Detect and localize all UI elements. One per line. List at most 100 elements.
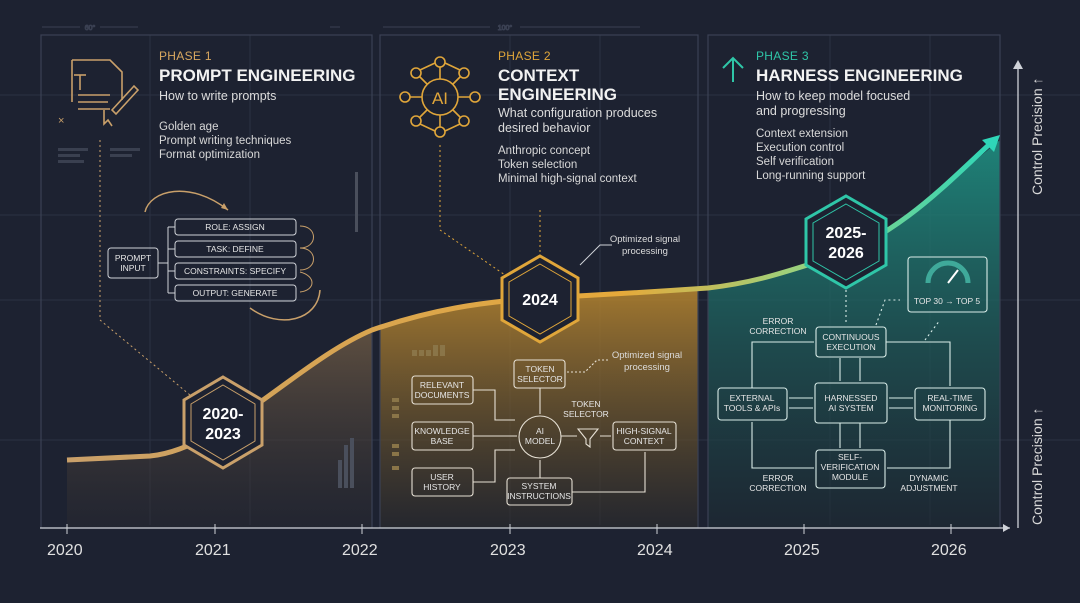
svg-text:SELECTOR: SELECTOR (517, 374, 563, 384)
svg-text:SELECTOR: SELECTOR (563, 409, 609, 419)
step-role: ROLE: ASSIGN (205, 222, 265, 232)
svg-text:2026: 2026 (828, 245, 864, 262)
point: Long-running support (756, 170, 866, 182)
phase1-label: PHASE 1 (159, 49, 212, 63)
svg-text:USER: USER (430, 472, 454, 482)
timeline-ticks (66, 524, 952, 534)
svg-text:Optimized signal: Optimized signal (612, 350, 682, 361)
svg-text:INSTRUCTIONS: INSTRUCTIONS (507, 491, 571, 501)
point: Golden age (159, 121, 219, 133)
phase1-area (67, 330, 372, 528)
svg-text:REAL-TIME: REAL-TIME (927, 393, 973, 403)
bar-decor (338, 172, 358, 488)
dimension-markers: 60° 100° (42, 24, 640, 33)
step-constraints: CONSTRAINTS: SPECIFY (184, 266, 286, 276)
year-2022: 2022 (342, 542, 378, 559)
svg-text:KNOWLEDGE: KNOWLEDGE (414, 426, 470, 436)
svg-text:AI SYSTEM: AI SYSTEM (828, 403, 873, 413)
svg-text:BASE: BASE (431, 436, 454, 446)
period-badge-2025-2026: 2025- 2026 (804, 194, 888, 290)
svg-text:VERIFICATION: VERIFICATION (821, 462, 880, 472)
arrow-up-icon (722, 56, 744, 82)
svg-text:TOKEN: TOKEN (525, 364, 554, 374)
step-output: OUTPUT: GENERATE (193, 288, 278, 298)
svg-text:HIGH-SIGNAL: HIGH-SIGNAL (616, 426, 672, 436)
svg-text:TOOLS & APIs: TOOLS & APIs (724, 403, 781, 413)
svg-text:HISTORY: HISTORY (423, 482, 461, 492)
dimension-phase2: 100° (498, 24, 513, 32)
svg-text:RELEVANT: RELEVANT (420, 380, 464, 390)
svg-text:DOCUMENTS: DOCUMENTS (415, 390, 470, 400)
svg-text:processing: processing (624, 362, 670, 373)
phase1-points: Golden age Prompt writing techniques For… (159, 120, 355, 162)
connector-dotted (439, 145, 506, 276)
svg-text:DYNAMIC: DYNAMIC (909, 473, 948, 483)
svg-text:×: × (58, 115, 64, 127)
point: Format optimization (159, 149, 260, 161)
svg-text:HARNESSED: HARNESSED (825, 393, 878, 403)
prompt-input-line2: INPUT (120, 263, 146, 273)
svg-text:2025-: 2025- (826, 225, 867, 242)
phase2-points: Anthropic concept Token selection Minima… (498, 144, 657, 186)
svg-text:AI: AI (536, 426, 544, 436)
year-2026: 2026 (931, 542, 967, 559)
prompt-diagram: PROMPT INPUT ROLE: ASSIGN TASK: DEFINE C… (107, 190, 321, 321)
annotation-top-line2: processing (622, 246, 668, 257)
point: Token selection (498, 159, 578, 171)
year-2023: 2023 (490, 542, 526, 559)
document-pen-icon: × (58, 59, 140, 127)
svg-text:CONTEXT: CONTEXT (624, 436, 665, 446)
year-2020: 2020 (47, 542, 83, 559)
phase1-title: PROMPT ENGINEERING (159, 66, 356, 85)
svg-text:CORRECTION: CORRECTION (749, 326, 806, 336)
phase1-header: PHASE 1 PROMPT ENGINEERING How to write … (159, 49, 355, 162)
svg-text:ADJUSTMENT: ADJUSTMENT (900, 483, 957, 493)
svg-text:TOKEN: TOKEN (571, 399, 600, 409)
dimension-phase1: 60° (85, 24, 96, 32)
y-axis-label-bottom: Control Precision ↑ (1029, 407, 1045, 526)
prompt-input-line1: PROMPT (115, 253, 151, 263)
svg-text:SELF-: SELF- (838, 452, 862, 462)
year-2024: 2024 (637, 542, 673, 559)
svg-text:MODULE: MODULE (832, 472, 869, 482)
svg-text:EXECUTION: EXECUTION (826, 342, 876, 352)
phase1-subtitle: How to write prompts (159, 89, 277, 103)
period-badge-2024: 2024 (500, 254, 580, 344)
svg-text:CONTINUOUS: CONTINUOUS (822, 332, 879, 342)
context-diagram: Optimized signal processing TOKEN SELECT… (392, 345, 682, 506)
decor-lines (58, 148, 140, 163)
svg-text:ERROR: ERROR (763, 473, 794, 483)
point: Self verification (756, 156, 834, 168)
gauge-label: TOP 30 → TOP 5 (914, 296, 981, 306)
phase3-label: PHASE 3 (756, 49, 809, 63)
svg-text:2023: 2023 (205, 426, 241, 443)
svg-text:AI: AI (432, 89, 448, 108)
ai-network-icon: AI (399, 56, 481, 138)
harness-diagram: TOP 30 → TOP 5 CONTINUOUS EXECUTION HARN… (717, 256, 988, 493)
svg-text:EXTERNAL: EXTERNAL (730, 393, 775, 403)
svg-text:SYSTEM: SYSTEM (522, 481, 557, 491)
point: Anthropic concept (498, 145, 591, 157)
svg-text:CORRECTION: CORRECTION (749, 483, 806, 493)
svg-text:MONITORING: MONITORING (922, 403, 977, 413)
phase3-points: Context extension Execution control Self… (756, 127, 963, 183)
step-task: TASK: DEFINE (206, 244, 264, 254)
year-2021: 2021 (195, 542, 231, 559)
point: Context extension (756, 128, 849, 140)
phase2-label: PHASE 2 (498, 49, 551, 63)
svg-text:2024: 2024 (522, 292, 558, 309)
year-2025: 2025 (784, 542, 820, 559)
phase3-header: PHASE 3 HARNESS ENGINEERING How to keep … (756, 49, 963, 183)
period-badge-2020-2023: 2020- 2023 (182, 375, 264, 470)
point: Minimal high-signal context (498, 173, 637, 185)
annotation-top-line1: Optimized signal (610, 234, 680, 245)
point: Execution control (756, 142, 845, 154)
svg-text:MODEL: MODEL (525, 436, 556, 446)
phase3-area (708, 140, 1000, 528)
